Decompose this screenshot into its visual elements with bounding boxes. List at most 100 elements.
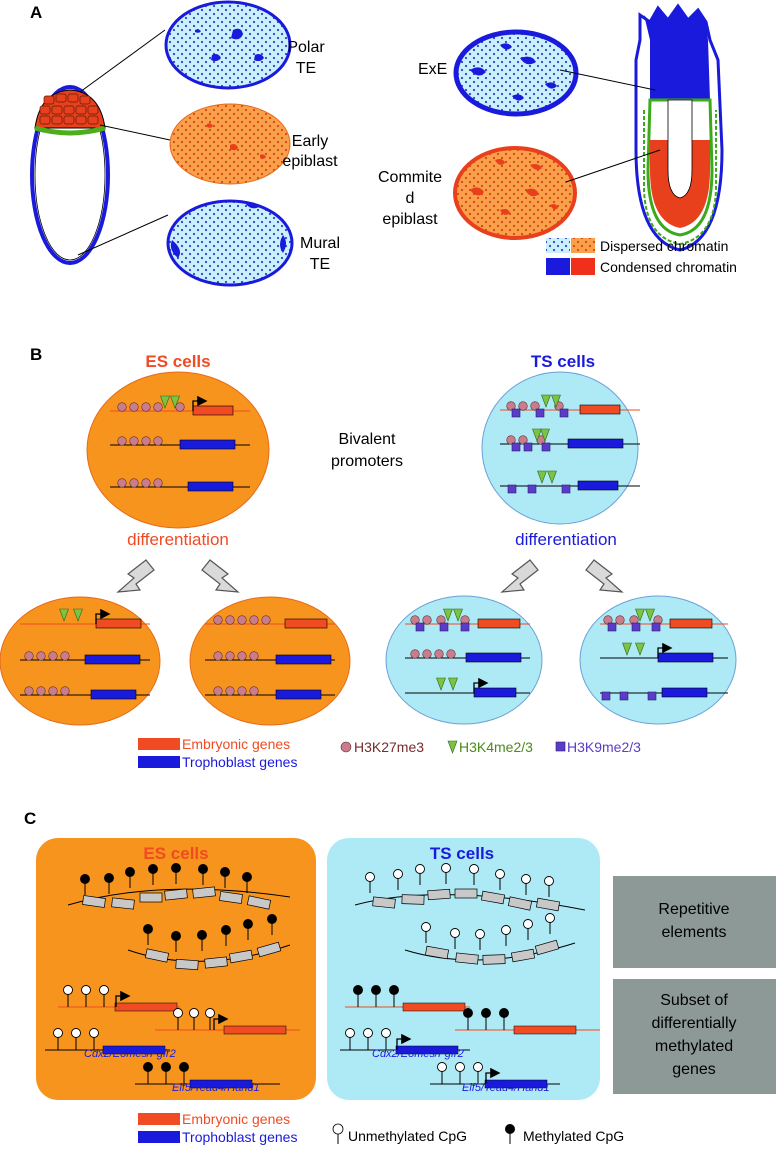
unmethylated-cpg [455, 1062, 465, 1072]
early-epiblast-nucleus [169, 103, 291, 185]
panel-c-gene-legend: Embryonic genes Trophoblast genes [138, 1111, 297, 1145]
h3k4me3-mark [537, 470, 547, 484]
h3k27me3-mark [153, 478, 163, 488]
h3k27me3-mark [410, 615, 420, 625]
repetitive-element [192, 886, 216, 899]
embryonic-gene [95, 618, 142, 629]
unmethylated-cpg [473, 1062, 483, 1072]
repetitive-element [507, 896, 533, 911]
methylated-cpg [243, 919, 253, 929]
panel-b-gene-legend: Embryonic genes Trophoblast genes [138, 736, 297, 770]
h3k27me3-mark [506, 435, 516, 445]
tss-arrow [657, 642, 673, 658]
embryonic-gene [402, 1002, 466, 1012]
h3k4me3-mark [59, 608, 69, 622]
h3k4me3-mark [645, 608, 655, 622]
unmethylated-cpg [53, 1028, 63, 1038]
embryonic-gene [477, 618, 521, 629]
h3k27me3-mark [249, 686, 259, 696]
unmethylated-cpg [441, 863, 451, 873]
repetitive-element [164, 888, 188, 901]
h3k27me3-mark [175, 402, 185, 412]
h3k4me3-mark [547, 470, 557, 484]
h3k4me3-mark [622, 642, 632, 656]
mural-te-nucleus [166, 199, 294, 287]
h3k27me3-mark [141, 436, 151, 446]
h3k4me3-mark [453, 608, 463, 622]
panel-label-b: B [30, 345, 42, 364]
repetitive-element [246, 895, 272, 910]
embryonic-gene [192, 405, 234, 416]
embryonic-gene [114, 1002, 178, 1012]
h3k4me3-mark [73, 608, 83, 622]
h3k27me3-mark [141, 478, 151, 488]
h3k9me2-mark [460, 622, 470, 632]
h3k27me3-mark [48, 651, 58, 661]
h3k4me3-mark [635, 642, 645, 656]
unmethylated-cpg [345, 1028, 355, 1038]
gene-label-elf5-ts: Elf5/Tead4/Hand1 [462, 1082, 550, 1094]
trophoblast-gene [275, 689, 322, 700]
h3k9me2-mark [535, 408, 545, 418]
tss-arrow [485, 1067, 501, 1084]
h3k27me3-mark [24, 651, 34, 661]
repetitive-element [82, 895, 106, 908]
h3k9me2-mark [523, 442, 533, 452]
h3k9me2-mark [559, 408, 569, 418]
methylated-cpg [221, 925, 231, 935]
h3k4me3-mark [541, 394, 551, 408]
unmethylated-cpg [89, 1028, 99, 1038]
methylated-cpg [499, 1008, 509, 1018]
differentiation-ts: differentiation [515, 530, 617, 549]
legend-c-trophoblast-swatch [138, 1131, 180, 1143]
unmethylated-cpg [450, 928, 460, 938]
unmethylated-cpg [173, 1008, 183, 1018]
h3k9me2-mark [607, 622, 617, 632]
panel-label-a: A [30, 3, 42, 22]
methylated-cpg [371, 985, 381, 995]
tss-arrow [473, 677, 489, 693]
label-exe: ExE [418, 61, 447, 78]
repetitive-element [455, 952, 479, 965]
h3k27me3-mark [249, 615, 259, 625]
h3k27me3-mark [434, 649, 444, 659]
trophoblast-gene [102, 1045, 166, 1055]
unmethylated-cpg [437, 1062, 447, 1072]
trophoblast-gene [179, 439, 236, 450]
panel-b-cells [0, 371, 737, 726]
methylated-cpg [481, 1008, 491, 1018]
h3k27me3-mark [117, 478, 127, 488]
h3k27me3-mark [141, 402, 151, 412]
label-early-epiblast-2: epiblast [282, 153, 338, 170]
h3k27me3-mark [249, 651, 259, 661]
unmethylated-cpg [469, 864, 479, 874]
embryonic-gene [284, 618, 328, 629]
h3k4me3-mark [551, 394, 561, 408]
label-mural-te-2: TE [310, 256, 330, 273]
trophoblast-gene [189, 1079, 253, 1089]
label-committed-epiblast-2: d [406, 190, 415, 207]
methylated-cpg [463, 1008, 473, 1018]
trophoblast-gene [484, 1079, 548, 1089]
gene-label-cdx2-es: Cdx2/Eomes/Fgfr2 [84, 1048, 176, 1060]
unmethylated-cpg [63, 985, 73, 995]
h3k9me2-mark [511, 442, 521, 452]
h3k27me3-mark [129, 478, 139, 488]
methylated-cpg [143, 924, 153, 934]
legend-methylated-cpg-label: Methylated CpG [523, 1128, 624, 1144]
trophoblast-gene [275, 654, 332, 665]
h3k9me2-mark [507, 484, 517, 494]
repetitive-element [144, 948, 170, 963]
unmethylated-cpg [393, 869, 403, 879]
h3k9me2-mark [541, 442, 551, 452]
egg-cylinder-embryo [634, 3, 724, 252]
repetitive-element [228, 949, 254, 964]
h3k27me3-mark [153, 402, 163, 412]
panel-b-mark-legend: H3K27me3 H3K4me2/3 H3K9me2/3 [340, 739, 641, 755]
h3k27me3-mark [410, 649, 420, 659]
chromatin-legend: Dispersed chromatin Condensed chromatin [546, 238, 737, 275]
panel-c-content [45, 863, 600, 1089]
h3k27me3-mark [225, 651, 235, 661]
repetitive-element [480, 890, 506, 905]
